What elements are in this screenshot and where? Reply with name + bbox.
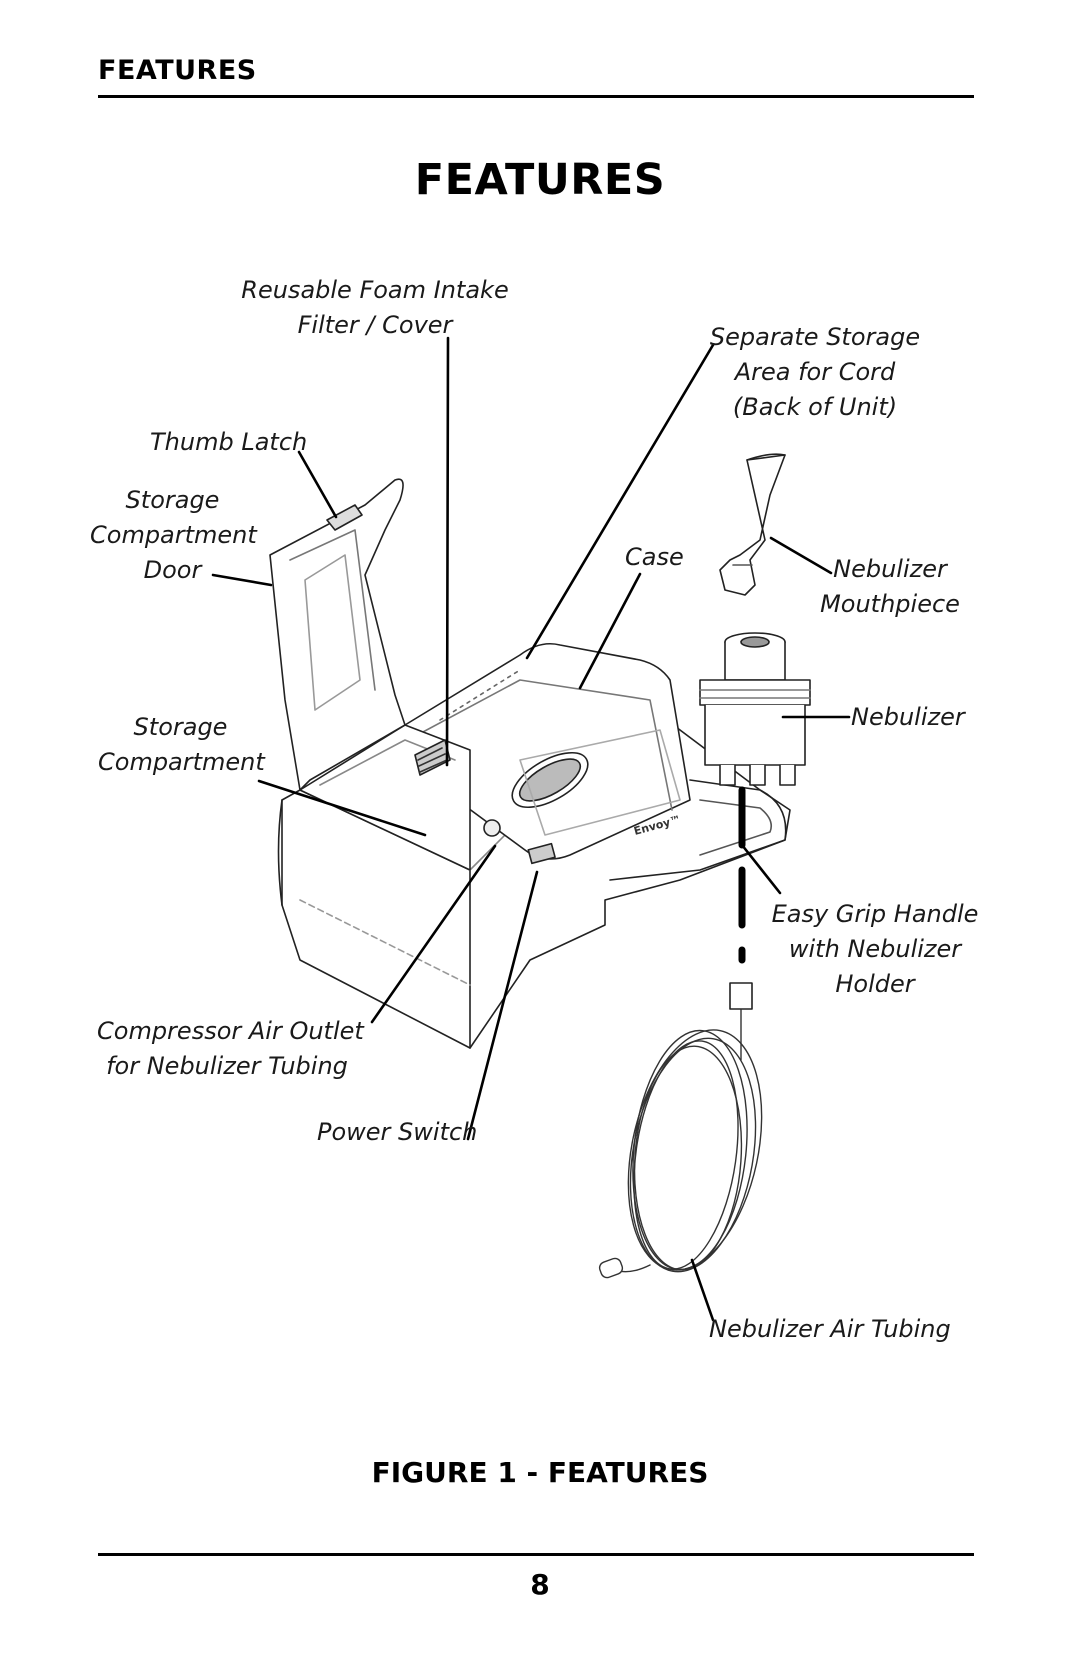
label-foam-filter: Reusable Foam Intake Filter / Cover: [241, 276, 509, 339]
footer-rule: [98, 1553, 974, 1556]
tubing-connector: [729, 982, 753, 1010]
header-rule: [98, 95, 974, 98]
page-title: FEATURES: [414, 155, 666, 205]
label-storage-compartment: Storage Compartment: [98, 713, 265, 776]
power-switch-shape: [527, 842, 556, 865]
label-nebulizer: Nebulizer: [851, 703, 965, 731]
label-case: Case: [625, 543, 684, 571]
air-outlet: [483, 819, 501, 837]
leader-lines: [211, 336, 851, 1322]
handle: [609, 779, 787, 881]
label-air-outlet: Compressor Air Outlet for Nebulizer Tubi…: [97, 1017, 364, 1080]
label-power-switch: Power Switch: [317, 1118, 478, 1146]
figure-caption: FIGURE 1 - FEATURES: [371, 1456, 709, 1489]
storage-door: [269, 478, 406, 791]
label-storage-door: Storage Compartment Door: [90, 486, 257, 584]
page-number: 8: [530, 1568, 550, 1601]
label-air-tubing: Nebulizer Air Tubing: [709, 1315, 951, 1343]
filter-cover: [414, 739, 451, 776]
nebulizer-shape: [699, 632, 811, 786]
mouthpiece-shape: [719, 453, 786, 596]
label-cord-storage: Separate Storage Area for Cord (Back of …: [709, 323, 921, 421]
label-mouthpiece: Nebulizer Mouthpiece: [820, 555, 960, 618]
label-thumb-latch: Thumb Latch: [150, 428, 308, 456]
label-handle: Easy Grip Handle with Nebulizer Holder: [771, 900, 979, 998]
tubing-coil: [598, 1009, 763, 1279]
running-header: FEATURES: [98, 55, 257, 86]
